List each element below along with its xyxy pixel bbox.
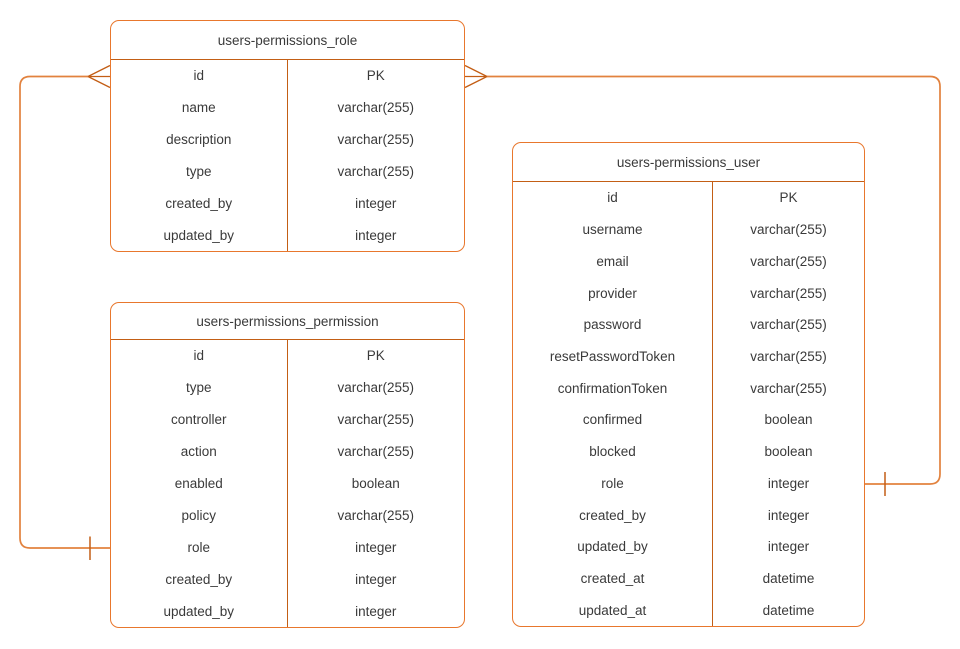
relationship-role-permission[interactable]	[19, 64, 111, 561]
relationship-role-user[interactable]	[464, 64, 941, 497]
field-row: resetPasswordToken varchar(255)	[513, 340, 864, 373]
field-row: action varchar(255)	[111, 435, 464, 468]
field-row: updated_by integer	[513, 530, 864, 563]
field-name-cell: role	[111, 531, 288, 564]
field-row: id PK	[111, 60, 464, 92]
field-name-cell: name	[111, 91, 288, 124]
field-type-cell: integer	[355, 571, 397, 587]
field-row: created_by integer	[111, 563, 464, 596]
field-row: created_at datetime	[513, 562, 864, 595]
field-name-cell: policy	[111, 499, 288, 532]
field-type-cell: varchar(255)	[337, 412, 415, 428]
field-row: type varchar(255)	[111, 371, 464, 404]
field-name-cell: type	[111, 371, 288, 404]
field-row: created_by integer	[111, 187, 464, 220]
entity-table-users-permissions-permission[interactable]: users-permissions_permission id PK type var…	[110, 302, 465, 628]
field-type-cell: varchar(255)	[337, 507, 415, 523]
field-name-cell: confirmed	[513, 404, 714, 436]
field-name-cell: updated_by	[111, 595, 288, 628]
field-name-cell: blocked	[513, 435, 714, 468]
table-rows: id PK name varchar(255) description varchar(2…	[111, 60, 464, 251]
field-row: provider varchar(255)	[513, 277, 864, 309]
field-type-cell: varchar(255)	[750, 317, 827, 333]
field-name-cell: confirmationToken	[513, 372, 714, 405]
field-name-cell: resetPasswordToken	[513, 340, 714, 373]
table-rows: id PK username varchar(255) email varchar(255…	[513, 182, 864, 627]
field-name-cell: password	[513, 308, 714, 341]
field-type-cell: boolean	[764, 412, 813, 428]
field-name-cell: id	[513, 182, 714, 214]
entity-table-users-permissions-role[interactable]: users-permissions_role id PK name varchar(2…	[110, 20, 465, 252]
field-row: confirmationToken varchar(255)	[513, 372, 864, 405]
field-type-cell: varchar(255)	[337, 444, 415, 460]
field-name-cell: enabled	[111, 467, 288, 500]
field-row: enabled boolean	[111, 467, 464, 500]
field-row: policy varchar(255)	[111, 499, 464, 532]
field-row: updated_by integer	[111, 595, 464, 628]
field-row: name varchar(255)	[111, 91, 464, 124]
field-name-cell: id	[111, 60, 288, 92]
field-row: updated_at datetime	[513, 594, 864, 627]
field-name-cell: created_by	[513, 499, 714, 531]
field-type-cell: boolean	[764, 444, 813, 460]
field-type-cell: integer	[767, 475, 810, 491]
field-row: confirmed boolean	[513, 404, 864, 436]
field-type-cell: integer	[355, 603, 397, 619]
field-name-cell: email	[513, 245, 714, 278]
field-name-cell: updated_by	[111, 219, 288, 251]
field-name-cell: id	[111, 340, 288, 372]
entity-table-users-permissions-user[interactable]: users-permissions_user id PK username varch…	[512, 142, 865, 627]
field-name-cell: updated_at	[513, 594, 714, 627]
table-title: users-permissions_user	[513, 143, 864, 182]
field-type-cell: varchar(255)	[750, 222, 827, 238]
field-type-cell: varchar(255)	[337, 163, 415, 179]
field-type-cell: integer	[767, 539, 810, 555]
field-row: controller varchar(255)	[111, 403, 464, 436]
field-type-cell: integer	[355, 539, 397, 555]
field-type-cell: boolean	[351, 476, 400, 491]
field-name-cell: role	[513, 467, 714, 500]
field-name-cell: type	[111, 155, 288, 188]
field-type-cell: PK	[366, 68, 385, 84]
field-type-cell: varchar(255)	[337, 100, 415, 116]
field-name-cell: description	[111, 123, 288, 156]
field-row: id PK	[111, 340, 464, 372]
field-name-cell: updated_by	[513, 530, 714, 563]
field-row: blocked boolean	[513, 435, 864, 468]
field-type-cell: PK	[779, 190, 798, 206]
field-type-cell: integer	[355, 227, 397, 243]
field-name-cell: created_by	[111, 563, 288, 596]
field-name-cell: action	[111, 435, 288, 468]
field-type-cell: varchar(255)	[750, 348, 827, 364]
table-title: users-permissions_role	[111, 21, 464, 60]
field-name-cell: controller	[111, 403, 288, 436]
field-row: password varchar(255)	[513, 308, 864, 341]
field-row: description varchar(255)	[111, 123, 464, 156]
field-type-cell: datetime	[762, 602, 815, 618]
field-type-cell: PK	[366, 348, 385, 364]
field-row: updated_by integer	[111, 219, 464, 251]
table-rows: id PK type varchar(255) controller varchar(25…	[111, 340, 464, 628]
table-title: users-permissions_permission	[111, 303, 464, 340]
field-name-cell: provider	[513, 277, 714, 309]
field-type-cell: varchar(255)	[337, 132, 415, 148]
field-row: email varchar(255)	[513, 245, 864, 278]
field-name-cell: username	[513, 213, 714, 246]
field-name-cell: created_by	[111, 187, 288, 220]
field-row: role integer	[111, 531, 464, 564]
field-row: created_by integer	[513, 499, 864, 531]
field-type-cell: varchar(255)	[337, 380, 415, 396]
field-type-cell: datetime	[762, 570, 815, 586]
field-type-cell: integer	[355, 195, 397, 211]
field-row: role integer	[513, 467, 864, 500]
field-type-cell: varchar(255)	[750, 285, 827, 301]
field-row: username varchar(255)	[513, 213, 864, 246]
field-type-cell: varchar(255)	[750, 253, 827, 269]
field-type-cell: varchar(255)	[750, 380, 827, 396]
field-type-cell: integer	[767, 507, 810, 523]
field-row: id PK	[513, 182, 864, 214]
field-name-cell: created_at	[513, 562, 714, 595]
field-row: type varchar(255)	[111, 155, 464, 188]
